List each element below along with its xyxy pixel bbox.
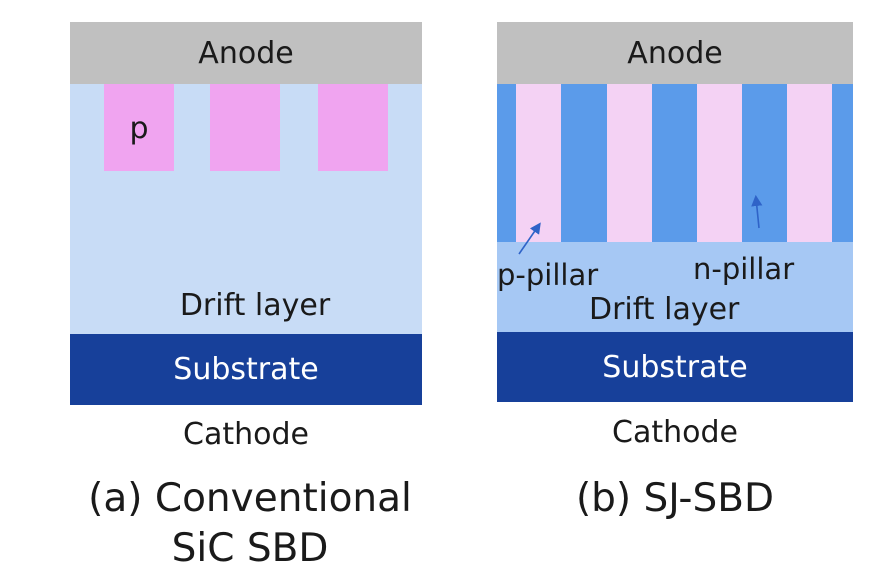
p-pillar <box>516 84 561 242</box>
caption-line: SiC SBD <box>171 526 329 571</box>
p-pillar <box>607 84 652 242</box>
drift-layer-label: Drift layer <box>589 291 740 327</box>
substrate-layer: Substrate <box>497 332 853 402</box>
p-region <box>210 84 280 171</box>
conventional-sbd-structure: Anode p Drift layer Substrate <box>70 22 422 405</box>
n-pillar-label: n-pillar <box>693 252 795 286</box>
cathode-label: Cathode <box>183 416 309 452</box>
p-region <box>318 84 388 171</box>
p-pillar-label: p-pillar <box>497 258 599 292</box>
p-pillar <box>697 84 742 242</box>
p-pillar-arrow <box>518 222 541 255</box>
p-pillar <box>787 84 832 242</box>
drift-layer-region <box>497 242 853 332</box>
caption-line: (a) Conventional <box>88 476 412 521</box>
pillar-pointer-arrows <box>518 194 763 255</box>
caption-conventional-sbd: (a) Conventional SiC SBD <box>30 474 470 574</box>
p-region-label: p <box>129 110 149 146</box>
substrate-layer: Substrate <box>70 334 422 405</box>
anode-layer: Anode <box>497 22 853 84</box>
caption-sj-sbd: (b) SJ-SBD <box>575 475 775 521</box>
n-pillar-arrow <box>751 194 763 229</box>
cathode-label: Cathode <box>612 414 738 450</box>
sj-sbd-structure: Anode p-pillar n-pillar Drift layer Subs… <box>497 22 853 402</box>
p-region <box>104 84 174 171</box>
anode-layer: Anode <box>70 22 422 84</box>
drift-layer-label: Drift layer <box>179 287 331 323</box>
